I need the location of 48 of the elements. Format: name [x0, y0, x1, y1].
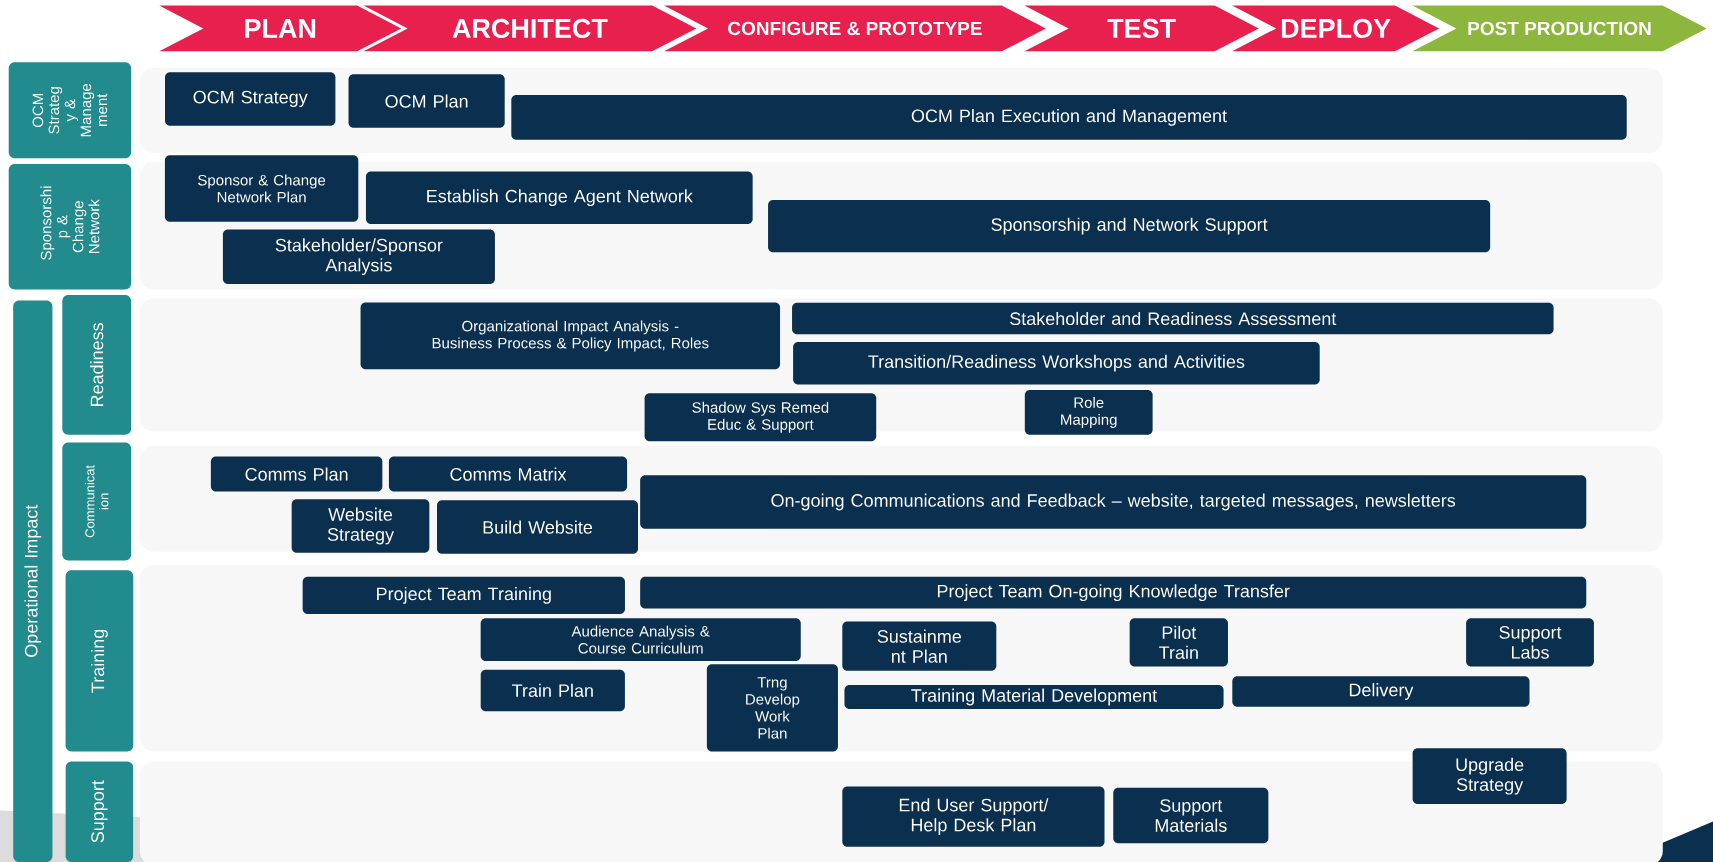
task-bar: OCM Plan	[348, 74, 505, 128]
phase-banner: DEPLOY	[1232, 5, 1440, 52]
task-bar: Role Mapping	[1024, 390, 1153, 435]
node-label: DEPLOY	[1281, 18, 1391, 38]
task-bar: Audience Analysis & Course Curriculum	[480, 618, 801, 661]
phase-banner: TEST	[1024, 5, 1259, 52]
row-header: Support	[65, 761, 134, 862]
row-header: Communicat ion	[62, 442, 132, 561]
task-bar: Trng Develop Work Plan	[706, 664, 838, 752]
task-bar: Delivery	[1232, 676, 1530, 707]
task-bar: Transition/Readiness Workshops and Activities	[793, 341, 1320, 385]
task-bar: Support Labs	[1466, 618, 1594, 667]
task-bar: OCM Strategy	[165, 72, 336, 126]
task-bar: Pilot Train	[1129, 618, 1228, 667]
phase-banner: POST PRODUCTION	[1412, 5, 1707, 52]
phase-banner: ARCHITECT	[363, 5, 697, 52]
task-bar: Project Team On-going Knowledge Transfer	[640, 576, 1587, 609]
task-bar: Website Strategy	[291, 499, 430, 553]
task-bar: OCM Plan Execution and Management	[511, 95, 1627, 140]
task-bar: Comms Plan	[210, 456, 383, 492]
row-header: OCM Strateg y & Manage ment	[8, 62, 132, 159]
task-bar: Stakeholder and Readiness Assessment	[792, 302, 1554, 335]
task-bar: End User Support/ Help Desk Plan	[842, 786, 1105, 847]
row-header: Readiness	[62, 295, 132, 435]
task-bar: Comms Matrix	[388, 456, 628, 492]
node-label: PLAN	[245, 19, 316, 38]
task-bar: Project Team Training	[302, 576, 625, 614]
row-header: Training	[65, 570, 134, 752]
task-bar: Stakeholder/Sponsor Analysis	[222, 229, 495, 284]
task-bar: Sustainme nt Plan	[842, 621, 997, 671]
task-bar: Sponsor & Change Network Plan	[164, 155, 359, 222]
node-label: TEST	[1107, 18, 1176, 38]
task-bar: Training Material Development	[844, 685, 1224, 709]
task-bar: Upgrade Strategy	[1412, 748, 1567, 805]
phase-banner: PLAN	[159, 5, 402, 52]
row-header: Operational Impact	[13, 300, 53, 862]
task-bar: Establish Change Agent Network	[365, 171, 753, 224]
node-label: ARCHITECT	[452, 18, 608, 38]
task-bar: Sponsorship and Network Support	[768, 199, 1491, 253]
task-bar: Build Website	[437, 500, 638, 554]
phase-banner: CONFIGURE & PROTOTYPE	[664, 5, 1046, 52]
task-bar: Shadow Sys Remed Educ & Support	[644, 393, 877, 442]
task-bar: On-going Communications and Feedback – website, targeted messages, newsletters	[640, 475, 1587, 529]
task-bar: Train Plan	[480, 669, 625, 712]
task-bar: Support Materials	[1113, 787, 1269, 844]
node-label: CONFIGURE & PROTOTYPE	[728, 21, 982, 36]
row-header: Sponsorshi p & Change Network	[8, 163, 132, 290]
task-bar: Organizational Impact Analysis - Business Process & Policy Impact, Roles	[360, 302, 781, 370]
